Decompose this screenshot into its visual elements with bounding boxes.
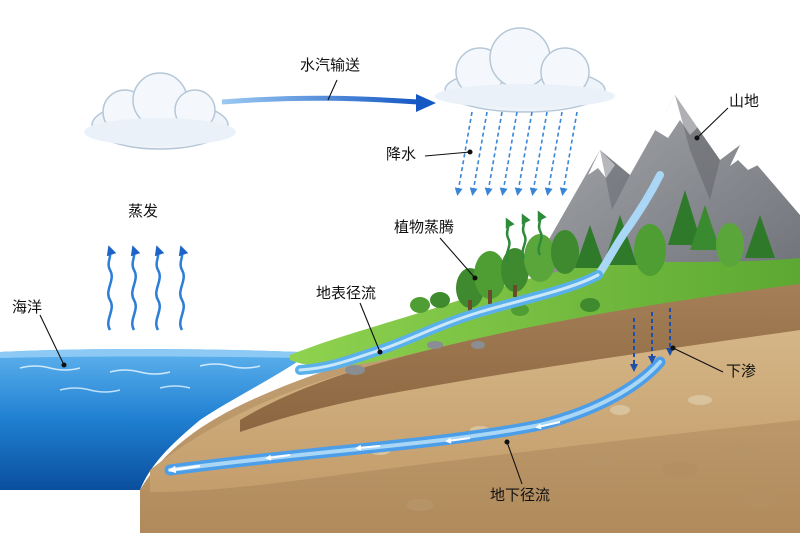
label-evaporation: 蒸发 [128, 202, 159, 220]
precipitation-arrows [454, 111, 578, 196]
label-mountain: 山地 [729, 92, 760, 110]
vapor-transport-arrow [221, 94, 436, 112]
label-surface-runoff: 地表径流 [316, 284, 377, 302]
infiltration-arrows [630, 308, 674, 372]
label-vapor-transport: 水汽输送 [300, 56, 361, 74]
label-transpiration: 植物蒸腾 [394, 218, 455, 236]
groundwater-flow [164, 356, 666, 476]
cloud-left [84, 72, 236, 150]
ground-layers [140, 282, 800, 533]
label-precipitation: 降水 [386, 145, 417, 163]
label-ocean: 海洋 [12, 298, 43, 316]
river [295, 171, 664, 375]
evaporation-arrows [106, 245, 189, 331]
ocean [0, 349, 300, 490]
leader-lines [39, 79, 729, 485]
label-infiltration: 下渗 [726, 362, 757, 380]
cloud-right [435, 27, 615, 113]
transpiration-arrows [505, 210, 547, 263]
label-groundwater-runoff: 地下径流 [490, 486, 551, 504]
